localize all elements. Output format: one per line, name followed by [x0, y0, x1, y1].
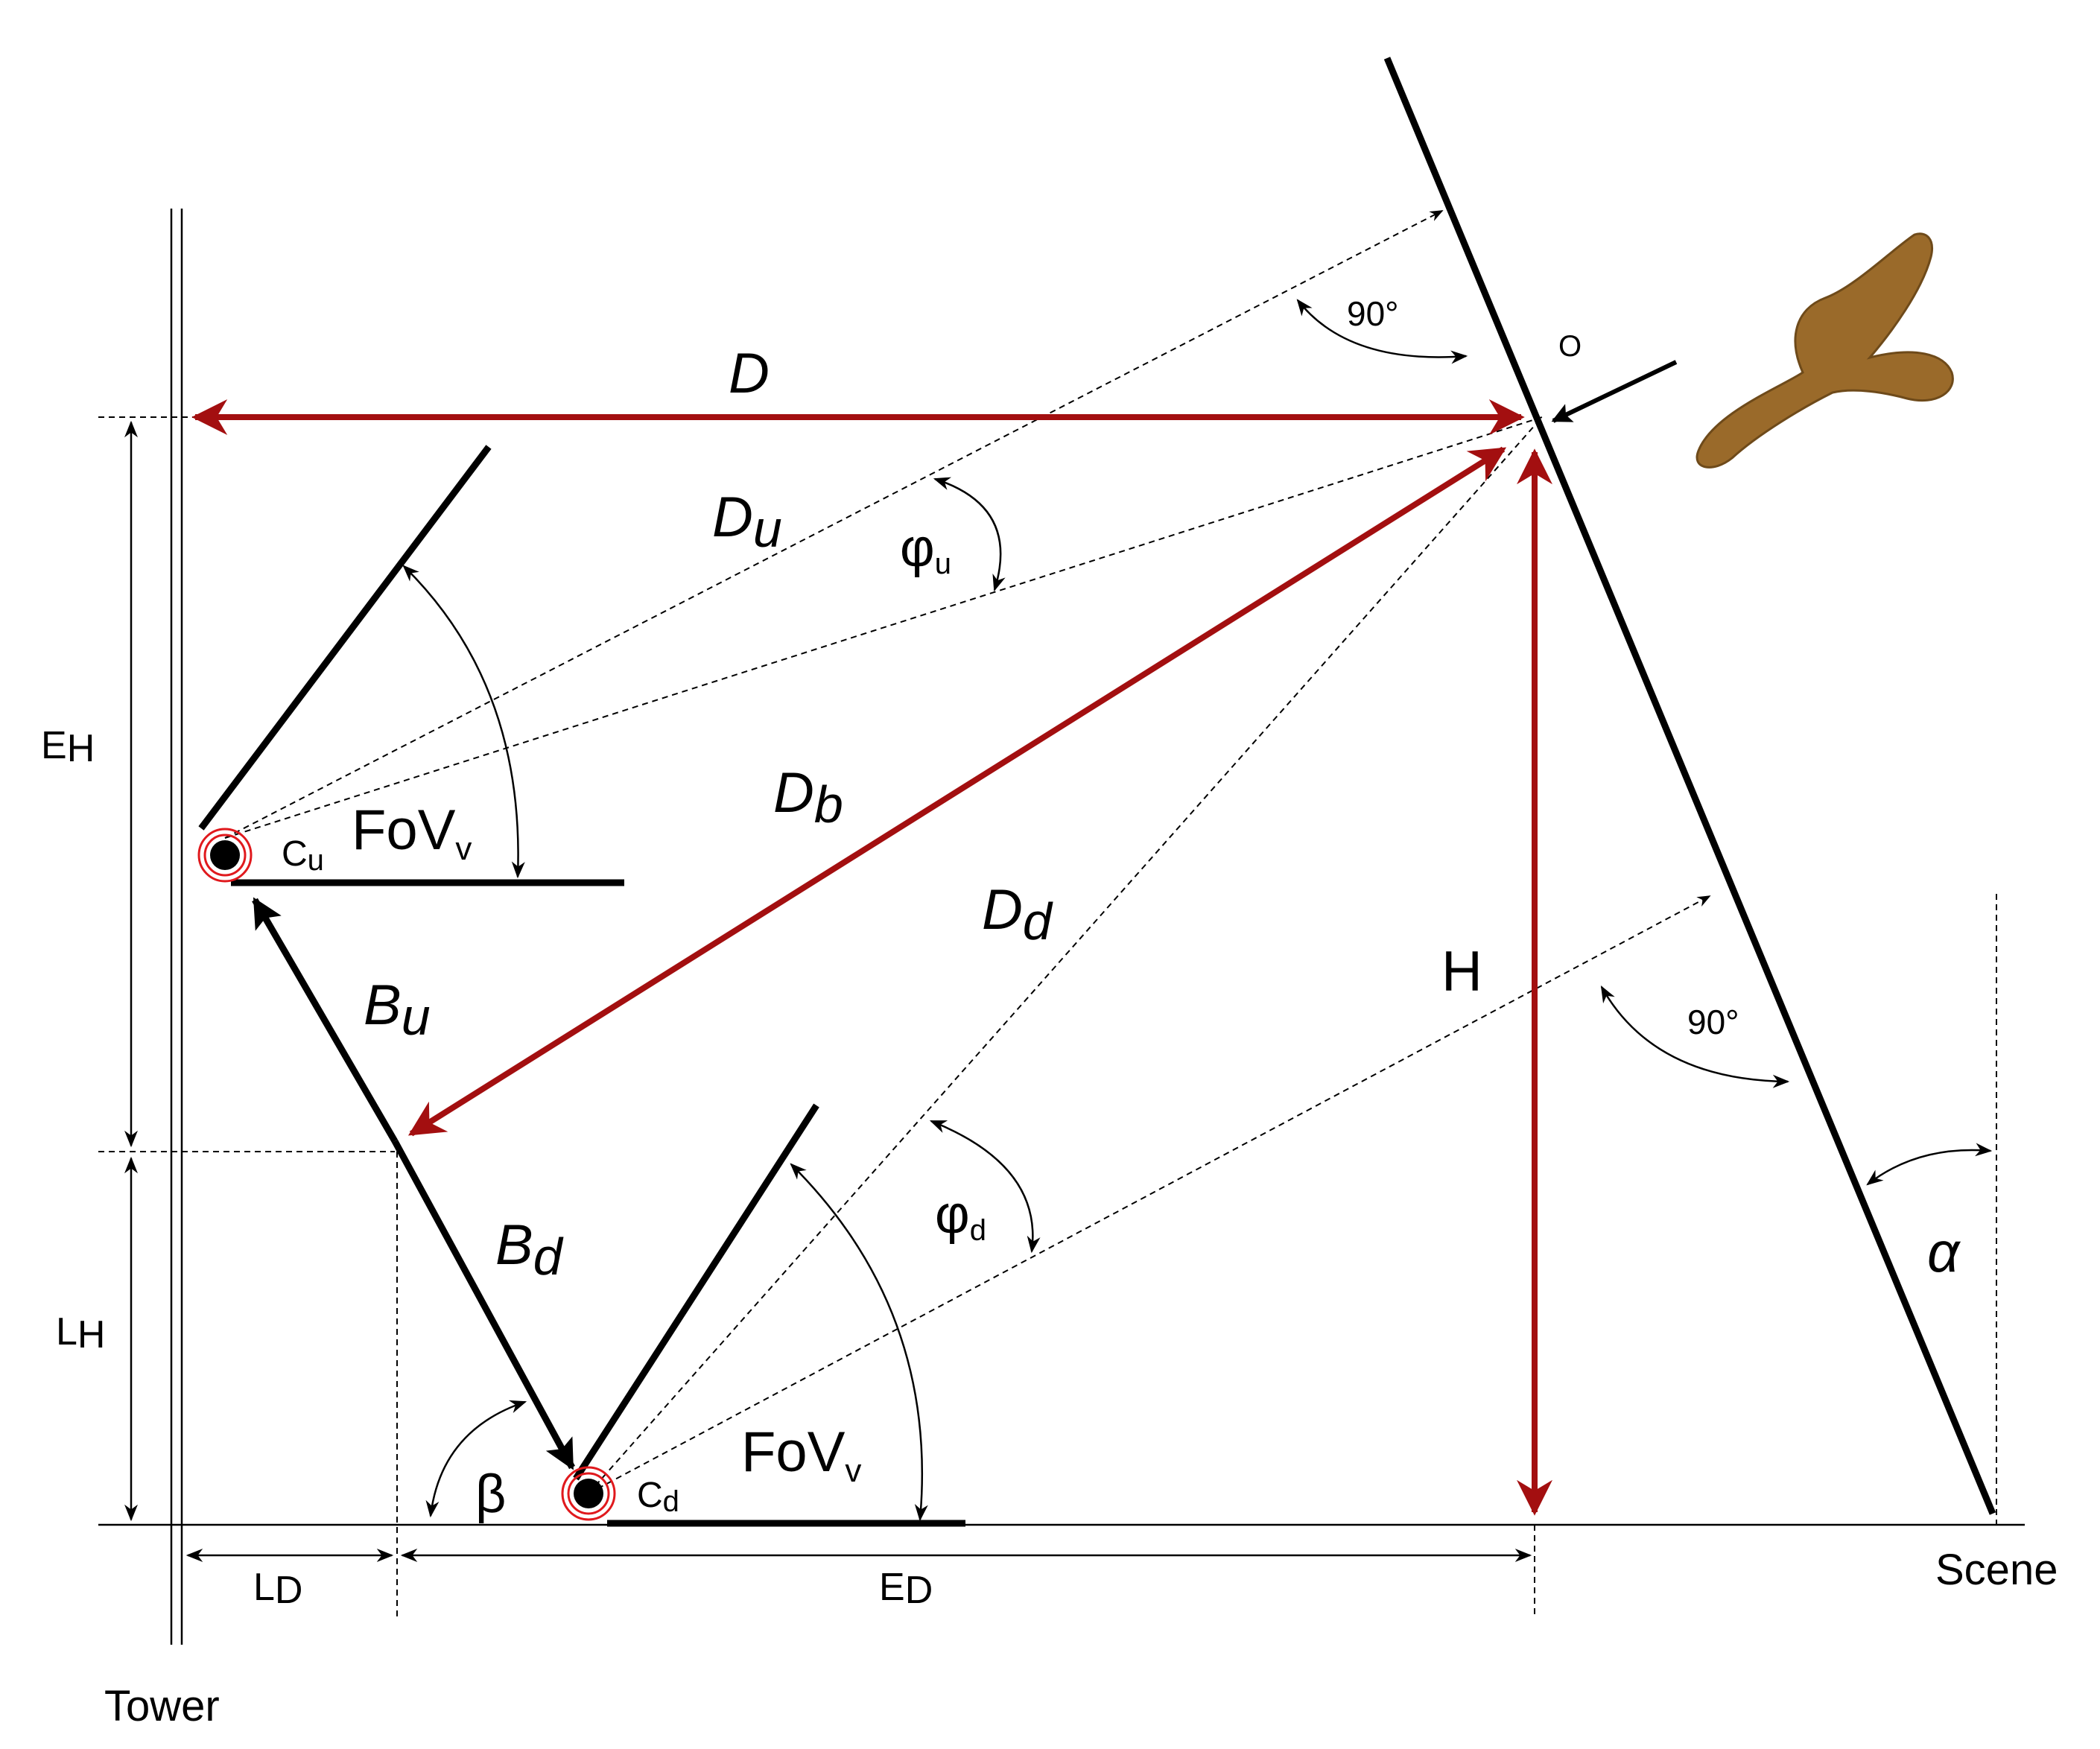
- alpha-arc: [1866, 1143, 1993, 1186]
- phi-u-arc: [933, 477, 1006, 592]
- d-label: D: [729, 342, 770, 405]
- phi-d-label: φd: [935, 1185, 986, 1247]
- phi-d-arc: [929, 1120, 1041, 1254]
- scene-inclined-line: [1383, 57, 1996, 1515]
- right-angle-top-arc: [1296, 299, 1468, 364]
- o-pointer-arrow: [1551, 360, 1678, 423]
- db-label: Db: [773, 761, 843, 834]
- ed-label: ED: [879, 1566, 933, 1612]
- cu-sight-line-to-o: [224, 416, 1543, 839]
- eh-label: EH: [41, 724, 95, 770]
- scene-label: Scene: [1935, 1546, 2058, 1594]
- beta-label: β: [475, 1464, 506, 1524]
- fov-upper-arc: [402, 565, 525, 879]
- o-label: O: [1558, 330, 1582, 363]
- tower: [170, 209, 183, 1645]
- h-label: H: [1441, 940, 1482, 1003]
- bu-arrow: [252, 897, 398, 1143]
- perpendicular-dashed-line-top: [224, 210, 1444, 839]
- alpha-label: α: [1927, 1221, 1961, 1284]
- camera-cu-marker: [197, 828, 253, 883]
- right-angle-top-label: 90°: [1347, 294, 1399, 333]
- dd-label: Dd: [982, 878, 1053, 950]
- cu-label: Cu: [282, 834, 324, 877]
- fovv-bottom-label: FoVv: [741, 1421, 861, 1489]
- lower-camera-fov: [573, 1103, 965, 1527]
- bird-silhouette-icon: [1695, 232, 1954, 469]
- tower-label: Tower: [104, 1682, 220, 1730]
- cd-label: Cd: [637, 1476, 679, 1518]
- right-angle-bottom-label: 90°: [1687, 1003, 1739, 1041]
- du-label: Du: [712, 486, 782, 558]
- right-angle-bottom-arc: [1600, 985, 1790, 1088]
- fovv-top-label: FoVv: [352, 799, 472, 867]
- camera-cd-marker: [561, 1466, 616, 1521]
- bd-arrow: [392, 1139, 575, 1470]
- bd-label: Bd: [495, 1213, 564, 1286]
- cd-sight-line-to-o: [588, 416, 1543, 1494]
- lh-label: LH: [56, 1310, 105, 1356]
- db-arrow: [407, 446, 1507, 1137]
- phi-u-label: φu: [900, 518, 951, 580]
- beta-arc: [425, 1400, 527, 1518]
- bu-label: Bu: [364, 974, 431, 1046]
- ld-label: LD: [253, 1566, 302, 1612]
- fov-lower-arc: [790, 1163, 928, 1522]
